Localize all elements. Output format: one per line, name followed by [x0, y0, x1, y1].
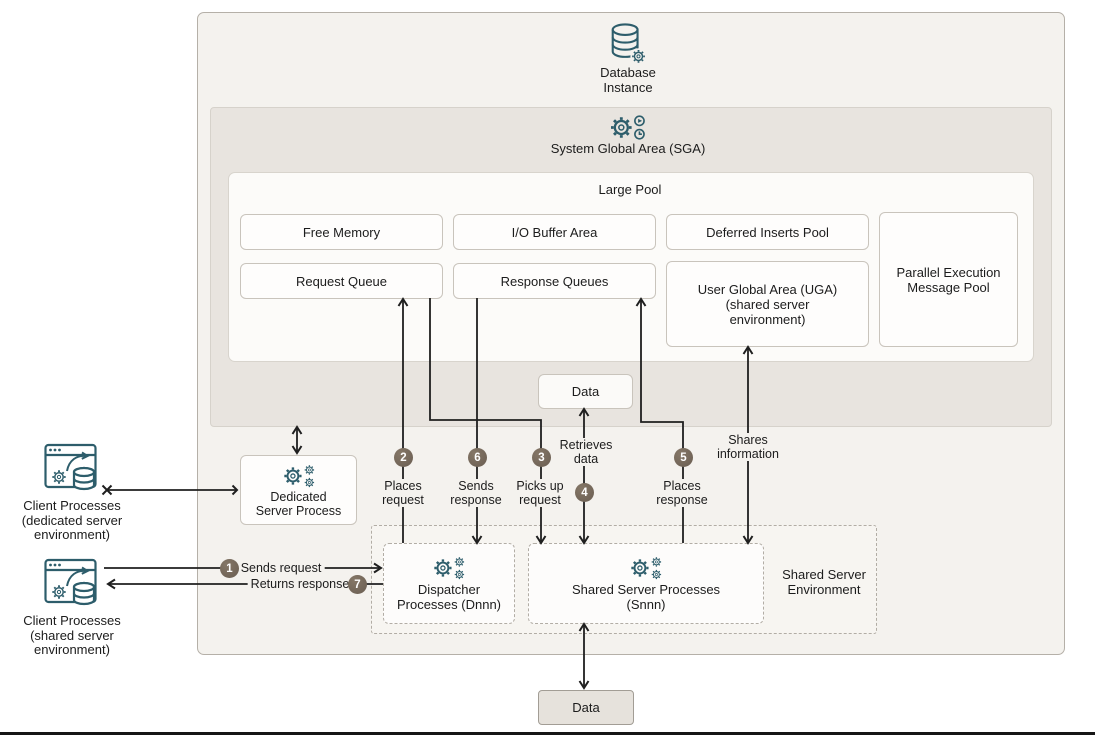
gears-icon	[630, 556, 662, 580]
io-buffer-area-box: I/O Buffer Area	[453, 214, 656, 250]
database-icon	[611, 23, 647, 65]
request-queue-label: Request Queue	[295, 273, 388, 289]
uga-box: User Global Area (UGA) (shared server en…	[666, 261, 869, 347]
step-badge-4: 4	[575, 483, 594, 502]
response-queues-label: Response Queues	[500, 273, 609, 289]
dispatcher-processes-box: Dispatcher Processes (Dnnn)	[383, 543, 515, 624]
deferred-inserts-pool-box: Deferred Inserts Pool	[666, 214, 869, 250]
io-buffer-area-label: I/O Buffer Area	[511, 224, 598, 240]
gears-icon	[433, 556, 465, 580]
data-box-sga: Data	[538, 374, 633, 409]
sga-label: System Global Area (SGA)	[550, 141, 706, 156]
shared-server-processes-label: Shared Server Processes (Snnn)	[571, 582, 721, 612]
response-queues-box: Response Queues	[453, 263, 656, 299]
sga-gear-clock-icon	[609, 115, 645, 140]
uga-label: User Global Area (UGA) (shared server en…	[697, 281, 838, 327]
flow-label-retrieves-data: Retrieves data	[556, 438, 616, 466]
step-badge-6: 6	[468, 448, 487, 467]
shared-server-processes-box: Shared Server Processes (Snnn)	[528, 543, 764, 624]
deferred-inserts-pool-label: Deferred Inserts Pool	[706, 224, 829, 240]
large-pool-label: Large Pool	[598, 182, 662, 197]
database-instance-label: Database Instance	[600, 65, 656, 95]
data-box-bottom: Data	[538, 690, 634, 725]
parallel-execution-message-pool-box: Parallel Execution Message Pool	[879, 212, 1018, 347]
dedicated-server-process-box: Dedicated Server Process	[240, 455, 357, 525]
client-processes-dedicated: Client Processes (dedicated server envir…	[2, 441, 142, 543]
step-badge-3: 3	[532, 448, 551, 467]
free-memory-label: Free Memory	[302, 224, 381, 240]
step-badge-5: 5	[674, 448, 693, 467]
step-badge-7: 7	[348, 575, 367, 594]
shared-server-environment-label: Shared Server Environment	[782, 567, 866, 597]
data-box-sga-label: Data	[571, 384, 600, 399]
dispatcher-processes-label: Dispatcher Processes (Dnnn)	[396, 582, 502, 612]
flow-label-sends-request: Sends request	[237, 561, 325, 575]
flow-label-sends-response: Sends response	[447, 479, 505, 507]
step-badge-2: 2	[394, 448, 413, 467]
screenshot-bottom-border	[0, 732, 1095, 735]
flow-label-places-request: Places request	[379, 479, 427, 507]
client-processes-shared-label: Client Processes (shared server environm…	[23, 613, 121, 657]
parallel-execution-message-pool-label: Parallel Execution Message Pool	[896, 264, 1001, 295]
gears-icon	[282, 464, 315, 488]
flow-label-returns-response: Returns response	[247, 577, 353, 591]
data-box-bottom-label: Data	[572, 700, 600, 715]
flow-label-shares-information: Shares information	[714, 433, 782, 461]
step-badge-1: 1	[220, 559, 239, 578]
sga-header: System Global Area (SGA)	[528, 113, 728, 157]
client-process-icon	[44, 443, 97, 491]
dedicated-server-process-label: Dedicated Server Process	[255, 489, 342, 518]
flow-label-picks-up-request: Picks up request	[513, 479, 567, 507]
database-instance-header: Database Instance	[563, 22, 693, 95]
request-queue-box: Request Queue	[240, 263, 443, 299]
client-process-icon	[44, 558, 97, 606]
flow-label-places-response: Places response	[653, 479, 711, 507]
client-processes-shared: Client Processes (shared server environm…	[2, 556, 142, 658]
client-processes-dedicated-label: Client Processes (dedicated server envir…	[21, 498, 123, 542]
free-memory-box: Free Memory	[240, 214, 443, 250]
